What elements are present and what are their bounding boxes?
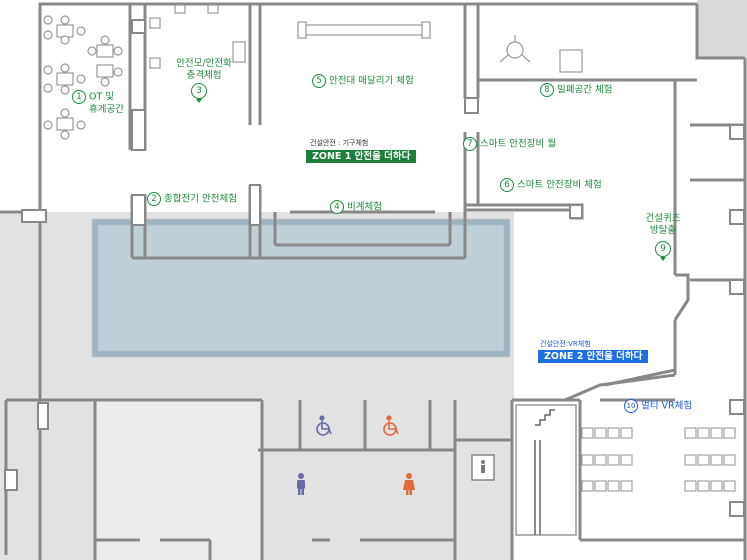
column-stubs (4, 19, 745, 517)
zone-2-subtitle: 건설안전:VR체험 (540, 340, 591, 348)
station-3-line-2: 충격체험 (186, 70, 222, 81)
station-10-line-1: 멀티 VR체험 (641, 400, 693, 412)
zone-1-banner: ZONE 1 안전을 더하다 (306, 150, 417, 163)
elevator-icon (471, 454, 495, 481)
station-number-badge: 2 (147, 192, 161, 206)
wheelchair-icon (383, 415, 399, 436)
table-chairs-icon (43, 15, 123, 140)
station-9-pin: 9 (655, 241, 671, 261)
station-4-line-1: 비계체험 (347, 201, 382, 213)
station-6-line-1: 스마트 안전장비 체험 (517, 179, 602, 191)
stairs-icon (515, 404, 577, 536)
female-restroom-icon (403, 473, 415, 495)
station-number-badge: 6 (500, 178, 514, 192)
station-1-line-1: OT 및 (89, 91, 115, 103)
station-number-badge: 4 (330, 200, 344, 214)
equipment (149, 4, 583, 73)
station-3-label: 안전모/안전화 충격체험 (166, 58, 242, 82)
station-7-line-1: 스마트 안전장비 월 (480, 138, 556, 150)
station-number-badge: 8 (540, 83, 554, 97)
station-3-pin: 3 (191, 83, 207, 103)
station-1-line-2: 휴게공간 (89, 104, 124, 115)
zone-1-subtitle: 건설안전 : 기구체험 (310, 139, 369, 147)
station-5-line-1: 안전대 매달리기 체험 (329, 75, 414, 87)
zone-2-banner: ZONE 2 안전을 더하다 (538, 350, 649, 363)
station-8-line-1: 밀폐공간 체험 (557, 84, 613, 96)
station-number-badge: 7 (463, 137, 477, 151)
station-9-line-2: 방탈출 (649, 225, 677, 236)
station-3-line-1: 안전모/안전화 (176, 58, 232, 69)
station-2-line-1: 종합전기 안전체험 (164, 193, 237, 205)
station-number-badge: 1 (72, 90, 86, 104)
atrium-void (92, 219, 510, 357)
station-number-badge: 5 (312, 74, 326, 88)
vr-seat-icon (581, 427, 736, 492)
male-restroom-icon (297, 473, 305, 495)
station-9-label: 건설퀴즈 방탈출 (630, 213, 696, 237)
wheelchair-icon (316, 415, 332, 436)
station-9-line-1: 건설퀴즈 (645, 213, 681, 224)
station-number-badge: 10 (624, 399, 638, 413)
